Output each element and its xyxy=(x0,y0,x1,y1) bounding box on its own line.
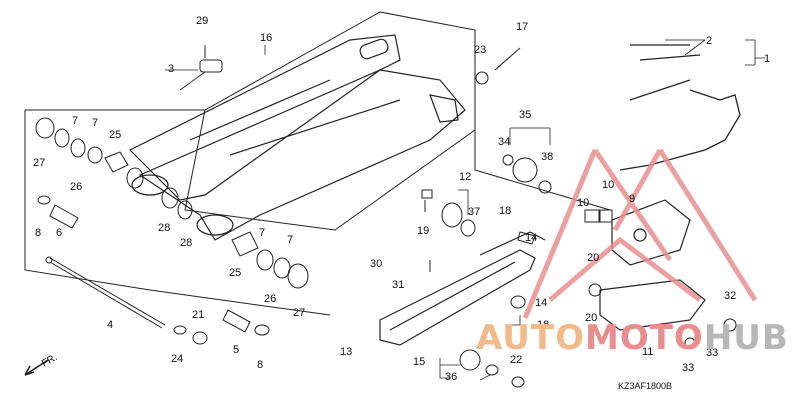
callout-33: 33 xyxy=(682,362,695,374)
callout-7: 7 xyxy=(287,234,294,246)
leader-lines xyxy=(165,39,765,381)
direction-label: FR. xyxy=(40,352,59,370)
callout-26: 26 xyxy=(264,293,277,305)
callout-27: 27 xyxy=(33,157,46,169)
callout-7: 7 xyxy=(259,227,266,239)
callout-3: 3 xyxy=(168,63,175,75)
callout-18: 18 xyxy=(499,205,512,217)
callout-1: 1 xyxy=(764,53,771,65)
collar-6 xyxy=(49,204,79,229)
diagram-code: KZ3AF1800B xyxy=(618,381,673,391)
callout-7: 7 xyxy=(92,117,99,129)
callout-18: 18 xyxy=(537,319,550,331)
collar-15 xyxy=(459,349,481,371)
callout-11: 11 xyxy=(642,346,654,358)
callout-33: 33 xyxy=(706,347,719,359)
callout-19: 19 xyxy=(417,225,430,237)
callout-30: 30 xyxy=(370,258,383,270)
callout-2: 2 xyxy=(706,35,713,47)
callout-13: 13 xyxy=(340,346,353,358)
callout-10: 10 xyxy=(577,197,590,209)
callout-31: 31 xyxy=(392,279,405,291)
callout-25: 25 xyxy=(229,267,242,279)
callout-12: 12 xyxy=(459,171,472,183)
watermark-text: AUTOMOTOHUB xyxy=(476,318,789,358)
bolt-17 xyxy=(494,47,521,71)
watermark-logo xyxy=(522,148,758,319)
watermark-part2: MOTO xyxy=(584,318,704,358)
callout-10: 10 xyxy=(602,179,615,191)
callout-24: 24 xyxy=(171,353,184,365)
callout-8: 8 xyxy=(257,359,264,371)
roller-35 xyxy=(512,157,538,183)
callout-21: 21 xyxy=(192,309,205,321)
callout-16: 16 xyxy=(260,32,273,44)
callout-22: 22 xyxy=(510,354,523,366)
callout-5: 5 xyxy=(233,344,240,356)
callout-15: 15 xyxy=(413,356,426,368)
chain-slider-box xyxy=(474,30,611,211)
right-bearing-stack xyxy=(161,187,309,289)
callout-28: 28 xyxy=(180,237,193,249)
callout-23: 23 xyxy=(474,44,487,56)
chain-slider xyxy=(379,231,546,346)
callout-17: 17 xyxy=(516,21,529,33)
callout-7: 7 xyxy=(72,115,79,127)
callout-34: 34 xyxy=(498,136,511,148)
watermark-part3: HUB xyxy=(703,318,789,358)
callout-35: 35 xyxy=(519,109,532,121)
callout-6: 6 xyxy=(56,227,63,239)
callout-20: 20 xyxy=(587,252,600,264)
callout-26: 26 xyxy=(70,181,83,193)
callout-36: 36 xyxy=(445,371,458,383)
callout-14: 14 xyxy=(525,232,538,244)
callout-29: 29 xyxy=(196,15,209,27)
callout-27: 27 xyxy=(293,307,306,319)
callout-20: 20 xyxy=(585,312,598,324)
pivot-bolt xyxy=(49,257,166,329)
collar-5 xyxy=(222,309,251,333)
left-bearing-stack xyxy=(35,117,144,189)
callout-38: 38 xyxy=(541,151,554,163)
callout-9: 9 xyxy=(629,193,636,205)
callout-8: 8 xyxy=(35,227,42,239)
callout-28: 28 xyxy=(158,222,171,234)
callout-4: 4 xyxy=(107,319,114,331)
callout-25: 25 xyxy=(109,129,122,141)
front-direction-arrow xyxy=(24,359,49,376)
watermark-part1: AUTO xyxy=(476,318,585,358)
roller-12 xyxy=(441,202,463,228)
drive-chain xyxy=(619,44,741,171)
bearing-group-box xyxy=(24,109,331,316)
callout-14: 14 xyxy=(535,297,548,309)
callout-32: 32 xyxy=(724,290,737,302)
swingarm xyxy=(128,34,466,241)
callout-37: 37 xyxy=(468,206,481,218)
